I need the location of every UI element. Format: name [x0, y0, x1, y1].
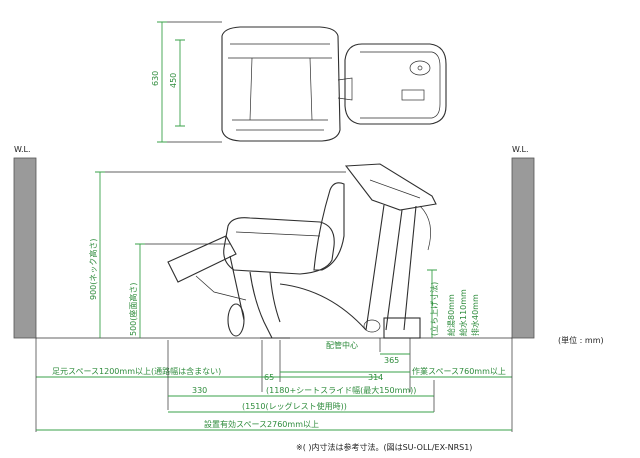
side-view [167, 163, 437, 339]
unit-label: (単位 : mm) [558, 335, 604, 345]
total-space-dimension: 設置有効スペース2760mm以上 [204, 419, 319, 429]
left-wall [13, 157, 37, 339]
pipe-center-label: 配管中心 [326, 340, 358, 350]
right-wall-label: W.L. [512, 145, 529, 154]
top-view [157, 21, 447, 143]
top-inner-dimension: 450 [169, 73, 178, 88]
dim-330: 330 [192, 386, 207, 395]
seat-height-dimension: 500(座面高さ) [128, 282, 138, 336]
supply-water: 給水110mm [458, 289, 468, 336]
dim-65: 65 [264, 373, 274, 382]
neck-height-dimension: 900(ネック高さ) [88, 238, 98, 300]
right-wall [511, 157, 535, 339]
drain-size: 排水40mm [470, 294, 480, 336]
dim-365: 365 [384, 356, 399, 365]
footnote: ※( )内寸法は参考寸法。(図はSU-OLL/EX-NRS1) [296, 442, 472, 452]
supply-hot-water: 給湯80mm [446, 294, 456, 336]
slide-dimension: (1180+シートスライド幅(最大150mm)) [266, 385, 416, 395]
legrest-dimension: (1510(レッグレスト使用時)) [242, 401, 347, 411]
dim-314: 314 [368, 373, 383, 382]
top-depth-dimension: 630 [151, 71, 160, 86]
work-space-dimension: 作業スペース760mm以上 [412, 366, 506, 376]
left-wall-label: W.L. [14, 145, 31, 154]
foot-space-dimension: 足元スペース1200mm以上(通路幅は含まない) [52, 366, 221, 376]
standup-dimension: (立ち上げ寸法) [429, 282, 439, 336]
